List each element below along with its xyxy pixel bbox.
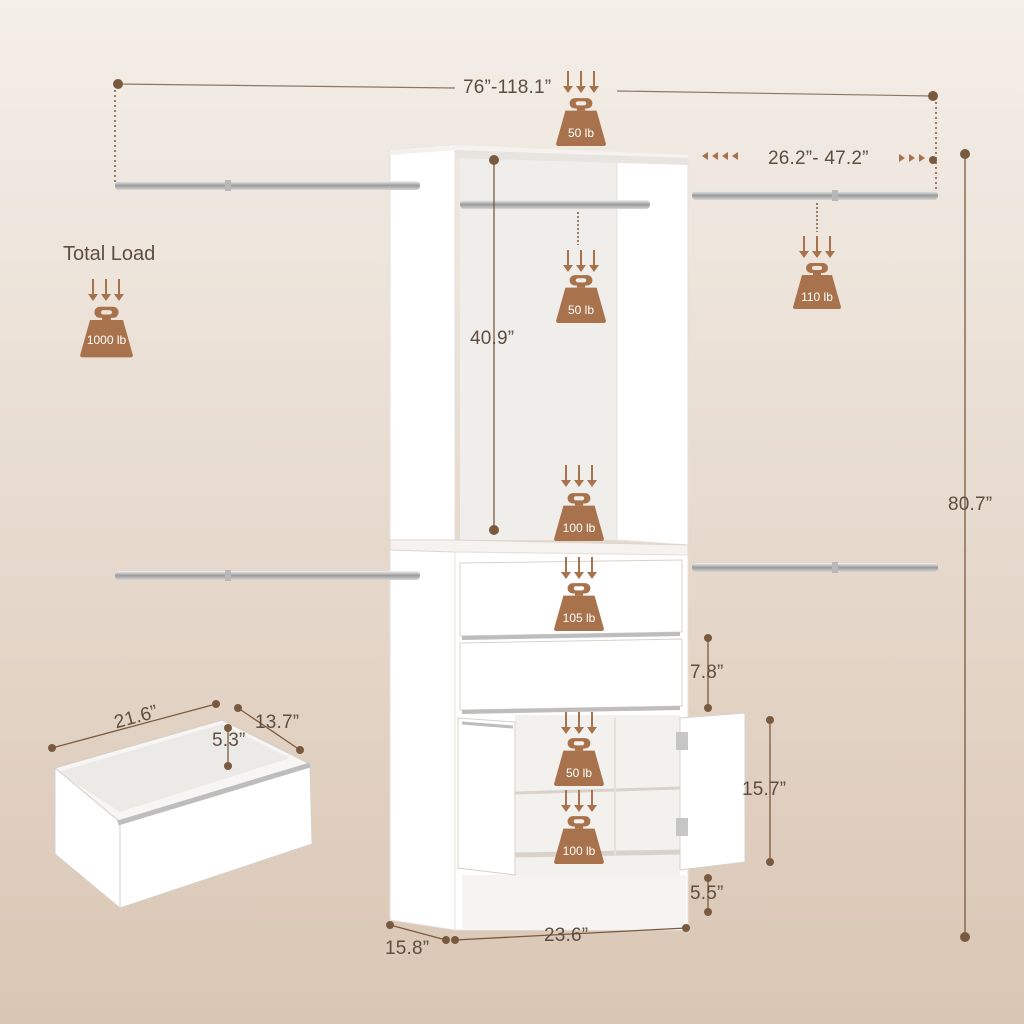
cabinet-height-dimension — [766, 716, 774, 866]
base-height-dimension — [704, 874, 712, 916]
drawer-bottom — [459, 638, 683, 714]
total-height-label: 80.7” — [948, 494, 993, 515]
total-load-weight: 1000 lb — [86, 333, 127, 347]
drawer-gap-dimension — [704, 634, 712, 712]
detached-drawer — [48, 700, 313, 910]
cabinet-height-label: 15.7” — [742, 779, 787, 800]
closet-tower — [389, 144, 689, 931]
depth-label: 15.8” — [385, 938, 430, 959]
drawer-gap-label: 7.8” — [690, 662, 724, 683]
width-depth-dimension — [386, 921, 690, 944]
load-cabinet-shelf-label: 50 lb — [565, 766, 593, 780]
load-inner-rod-label: 50 lb — [567, 303, 595, 317]
load-drawer-label: 105 lb — [562, 611, 596, 625]
total-height-dimension — [960, 149, 970, 942]
hanging-height-dimension — [489, 155, 818, 535]
rod-extension-label: 26.2”- 47.2” — [768, 148, 869, 169]
load-top-label: 50 lb — [567, 126, 595, 140]
load-cabinet-bottom-label: 100 lb — [562, 844, 596, 858]
total-load-title: Total Load — [63, 243, 156, 265]
width-label: 23.6” — [544, 925, 589, 946]
cabinet-door-right — [676, 712, 746, 871]
load-rod-right-label: 110 lb — [801, 290, 833, 304]
hanging-height-label: 40.9” — [470, 328, 515, 349]
base-height-label: 5.5” — [690, 883, 724, 904]
cabinet-door-left — [457, 717, 516, 876]
rods — [115, 180, 938, 581]
drawer-height-label: 5.3” — [212, 730, 246, 751]
overall-width-label: 76”-118.1” — [463, 77, 552, 98]
overall-width-dimension — [113, 79, 938, 192]
load-shelf-label: 100 lb — [562, 521, 596, 535]
rod-extension-dimension — [702, 152, 937, 164]
drawer-depth-label: 13.7” — [255, 712, 300, 733]
